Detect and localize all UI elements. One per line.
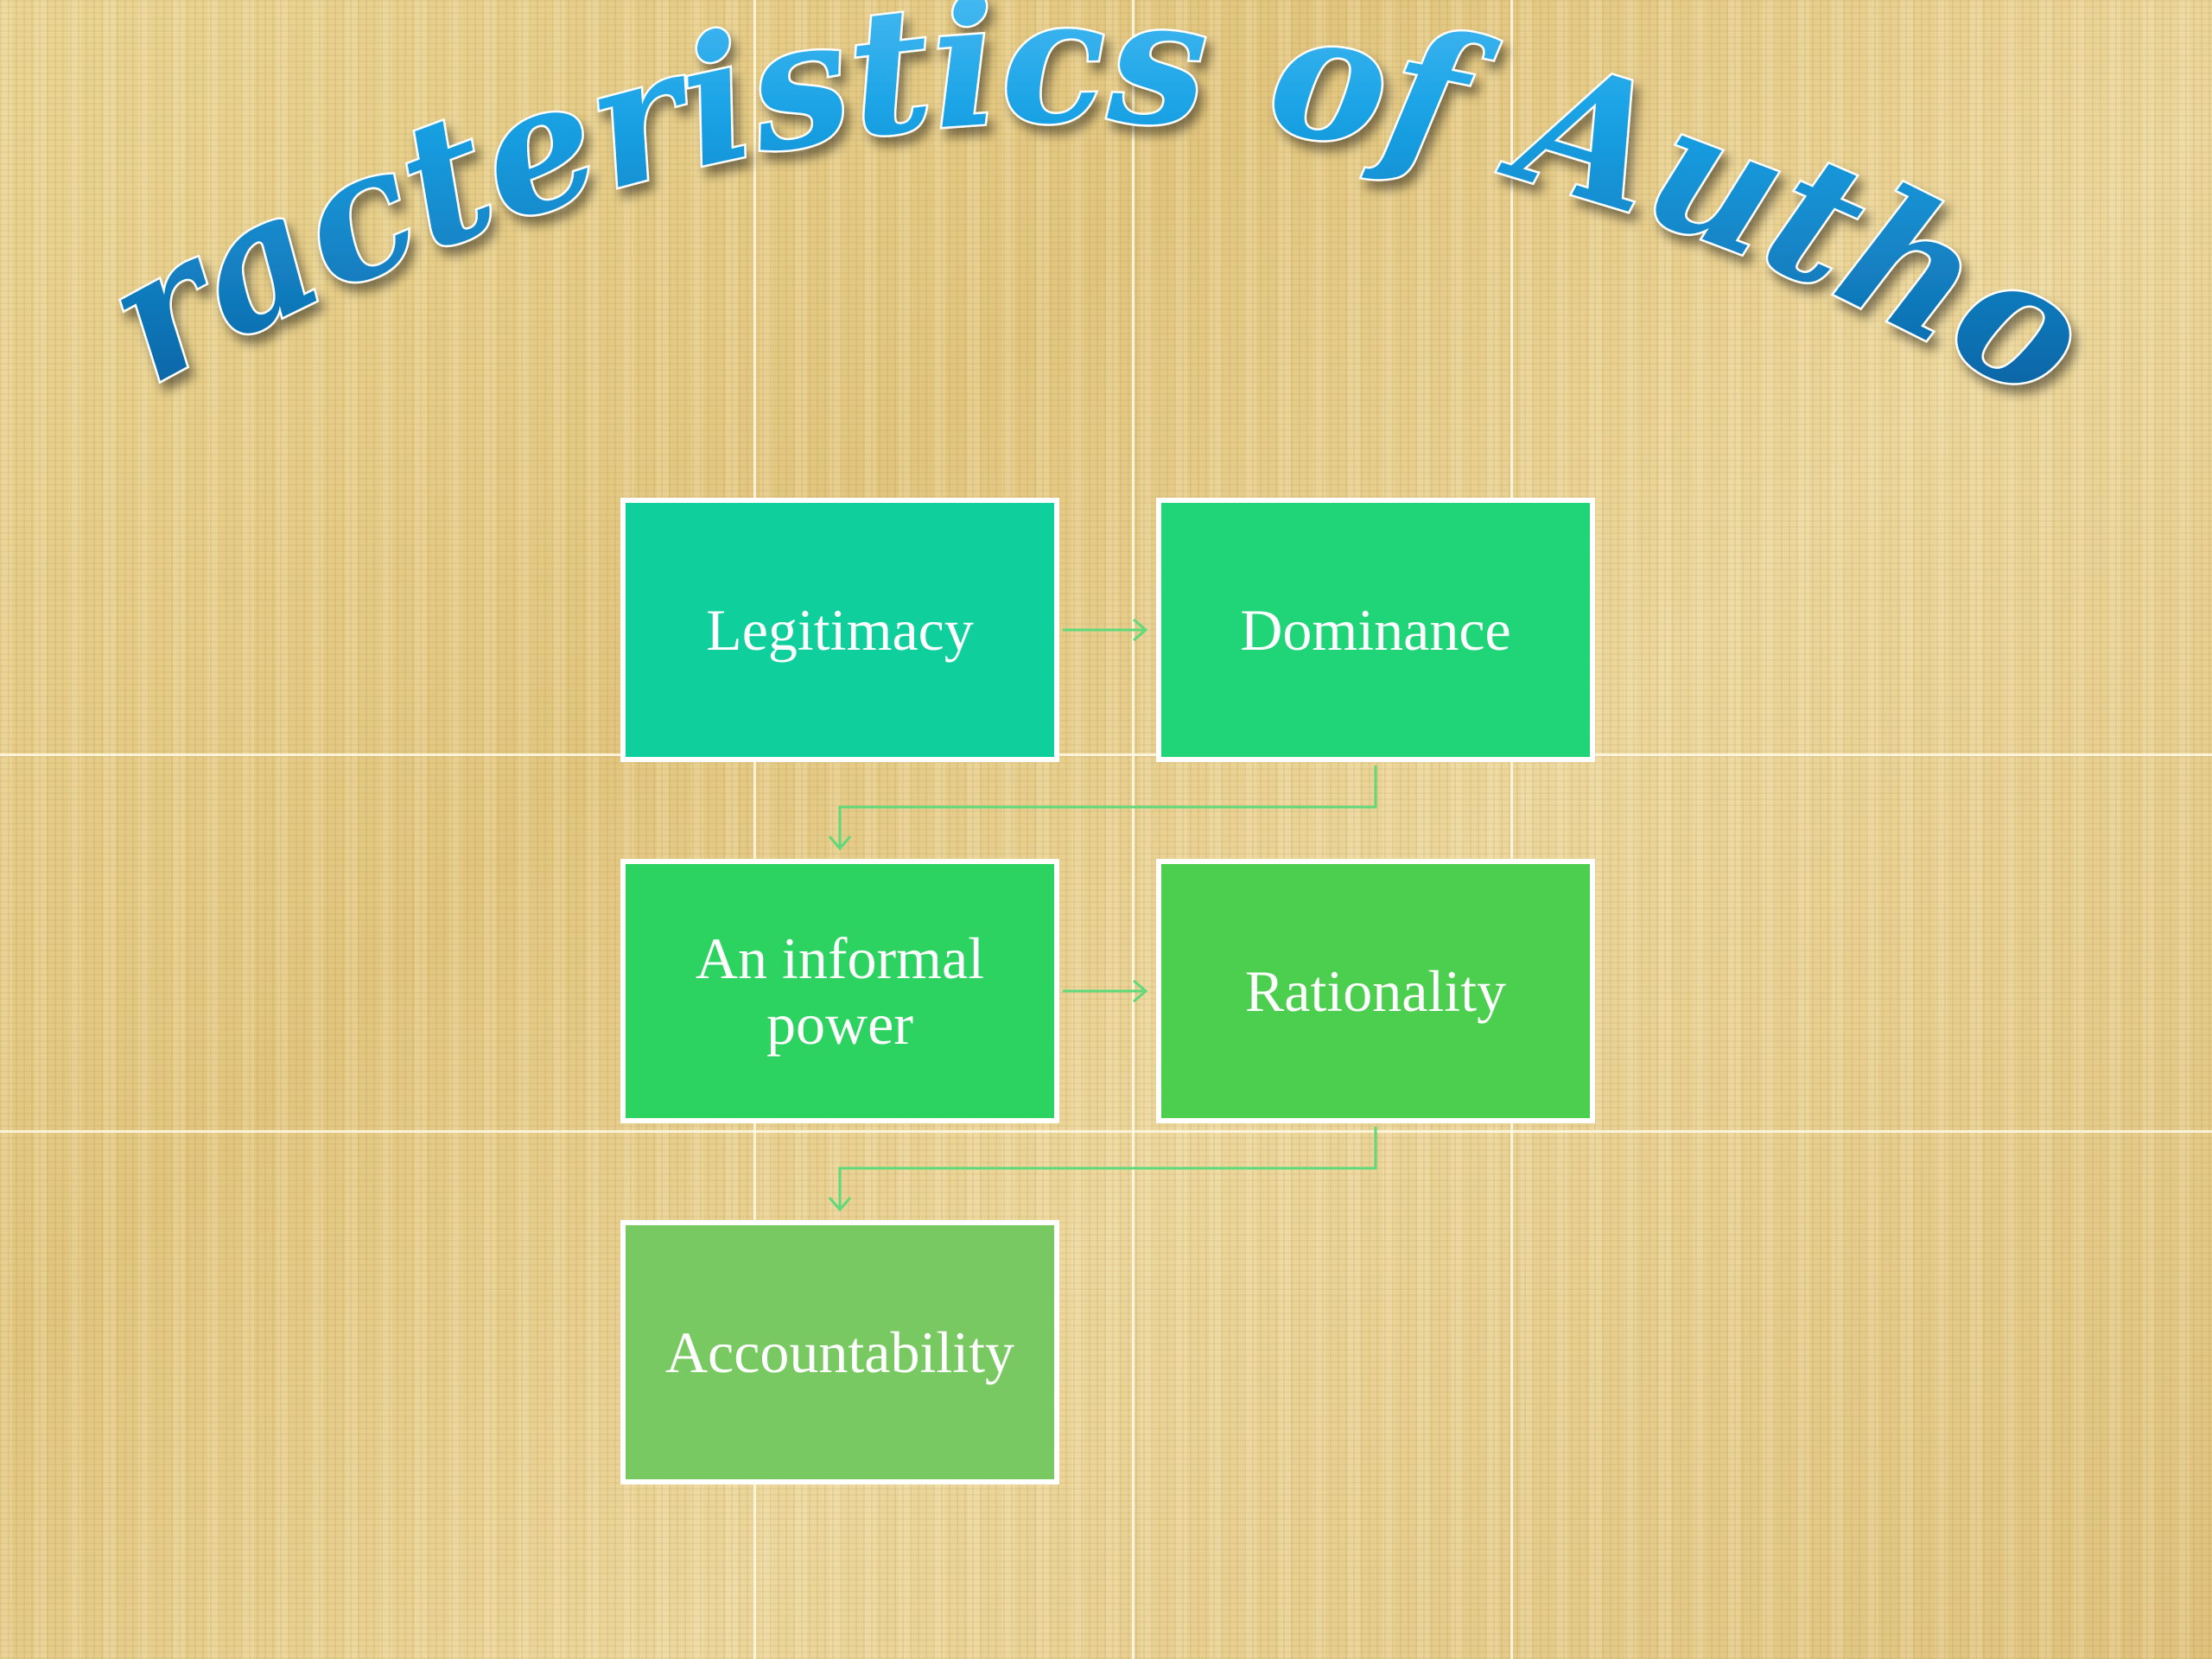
node-label: Legitimacy [706, 597, 974, 663]
page-title: Characteristics of Authority [0, 0, 2120, 441]
background-seam [1510, 0, 1513, 1659]
background-seam [0, 1130, 2212, 1133]
slide-title-wordart: Characteristics of Authority [0, 0, 2123, 442]
background-seam [753, 0, 756, 1659]
node-informal-power: An informal power [620, 859, 1059, 1123]
node-accountability: Accountability [620, 1220, 1059, 1484]
connector-arrowhead [1133, 979, 1148, 1003]
node-dominance: Dominance [1156, 498, 1595, 762]
node-legitimacy: Legitimacy [620, 498, 1059, 762]
connector-arrowhead [1133, 618, 1148, 642]
connector-line [838, 766, 1377, 849]
background-seam [0, 753, 2212, 756]
node-label: Accountability [664, 1319, 1015, 1385]
connector-arrowhead [828, 836, 852, 851]
node-label: An informal power [695, 925, 985, 1057]
node-label: Dominance [1240, 597, 1511, 663]
connector-line [838, 1127, 1377, 1210]
connector-arrowhead [828, 1197, 852, 1212]
node-label: Rationality [1244, 958, 1507, 1024]
node-rationality: Rationality [1156, 859, 1595, 1123]
